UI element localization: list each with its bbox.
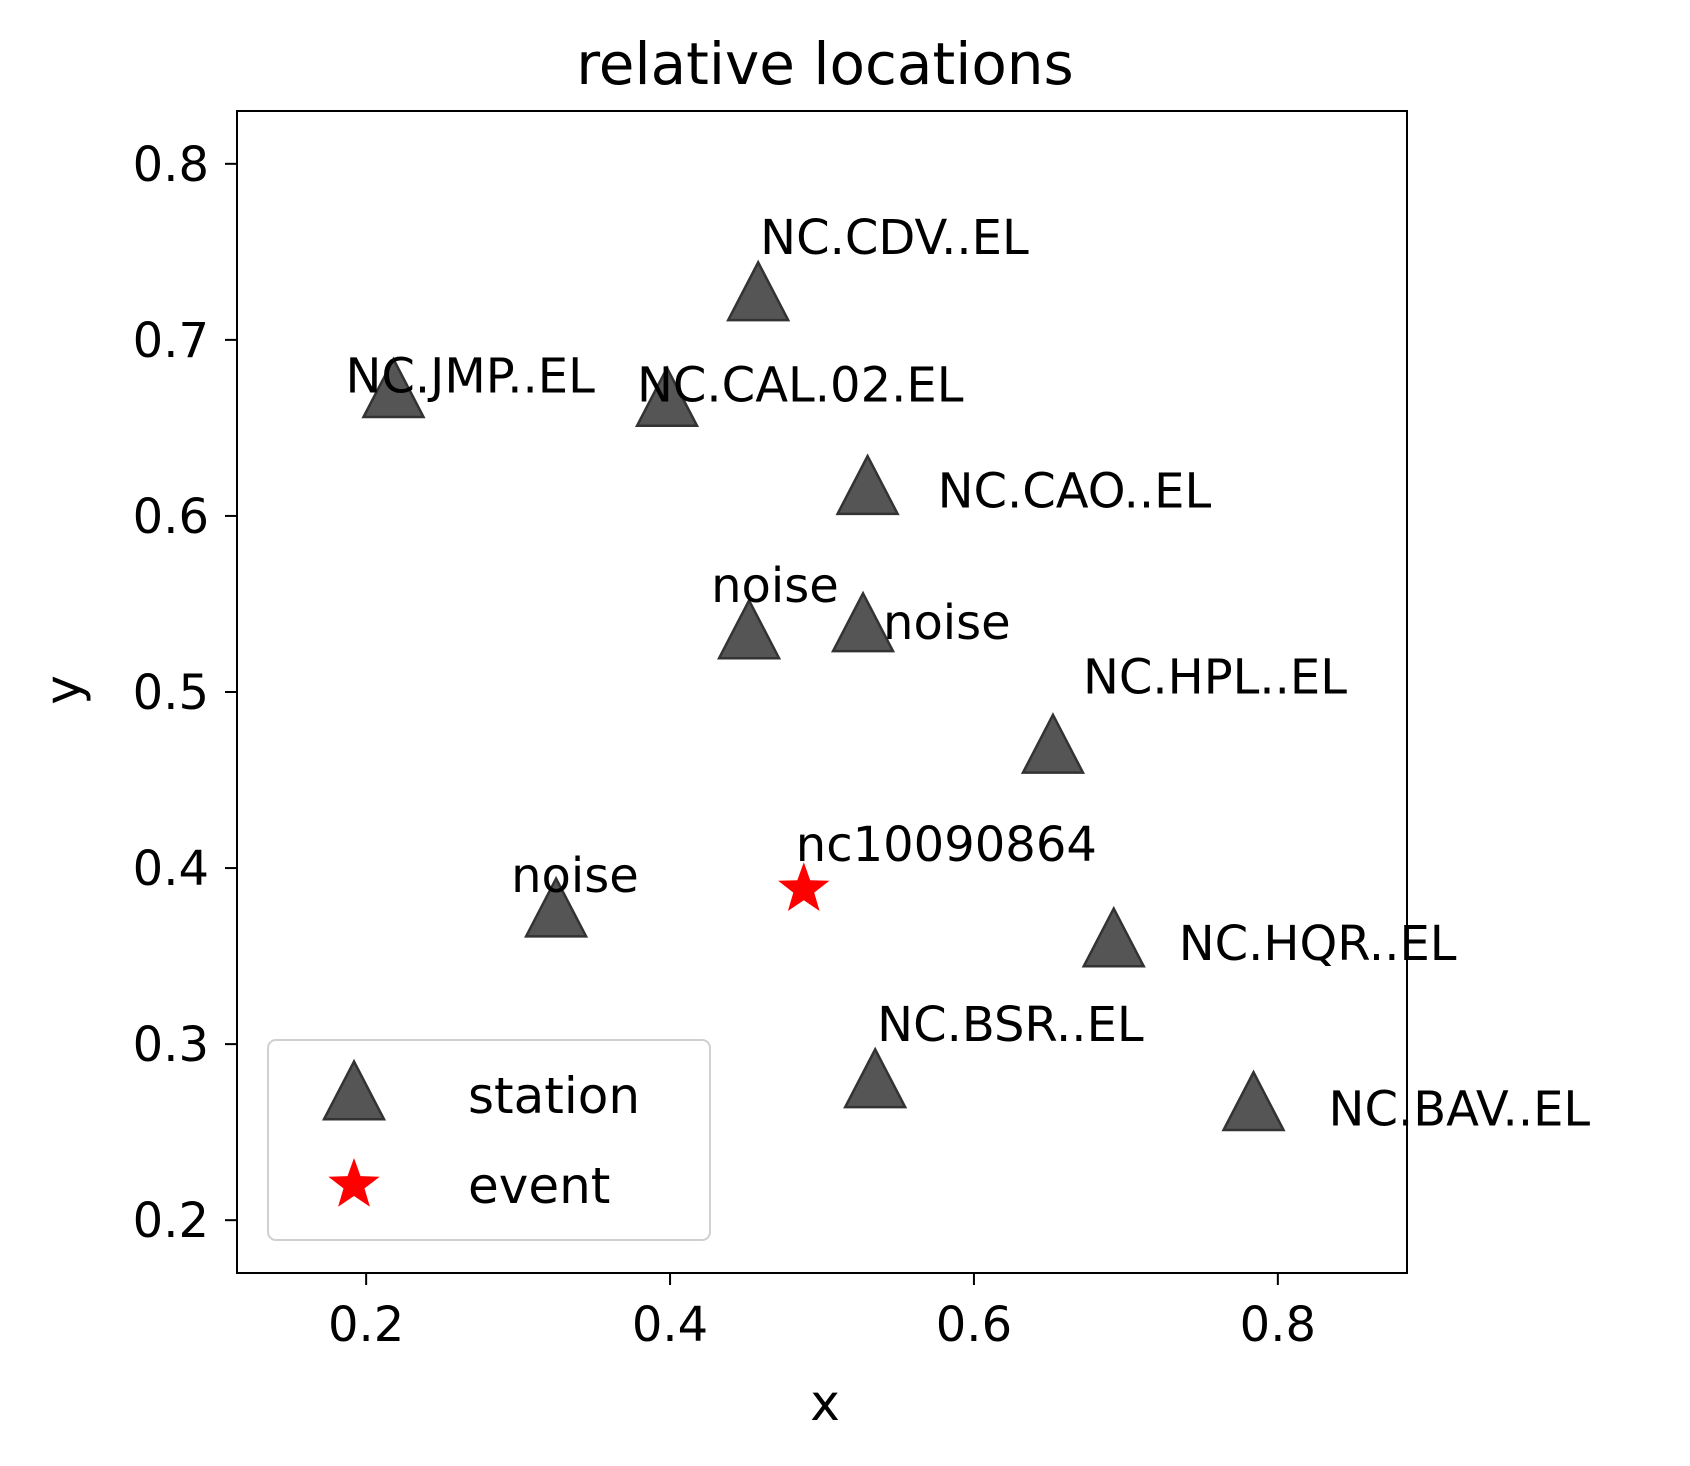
event-label: nc10090864: [796, 817, 1097, 873]
station-marker: [1020, 712, 1086, 774]
legend-event-marker: [328, 1158, 380, 1207]
event-marker: [778, 862, 830, 911]
legend-box: [267, 1039, 711, 1241]
station-marker: [1221, 1069, 1286, 1132]
x-tick-label: 0.2: [328, 1297, 404, 1353]
station-marker: [524, 875, 589, 938]
station-marker: [830, 590, 896, 653]
y-tick-label: 0.8: [133, 137, 209, 193]
x-tick-label: 0.6: [936, 1297, 1012, 1353]
station-marker: [634, 365, 700, 428]
station-label: NC.BAV..EL: [1329, 1082, 1591, 1138]
x-tick-label: 0.8: [1240, 1297, 1316, 1353]
station-label: NC.HPL..EL: [1083, 649, 1347, 705]
station-marker: [835, 453, 900, 516]
legend: station event: [267, 1039, 711, 1241]
station-label: NC.JMP..EL: [346, 349, 596, 405]
station-label: NC.HQR..EL: [1179, 916, 1457, 972]
y-tick-label: 0.6: [133, 489, 209, 545]
station-marker: [843, 1046, 908, 1109]
station-label: NC.BSR..EL: [877, 997, 1144, 1053]
chart-title: relative locations: [576, 30, 1074, 98]
station-label: noise: [711, 558, 839, 614]
station-label: NC.CAL.02.EL: [637, 358, 964, 414]
legend-label: station: [468, 1067, 640, 1125]
y-tick-label: 0.4: [133, 841, 209, 897]
y-axis-label: y: [34, 675, 92, 705]
y-tick-label: 0.2: [133, 1193, 209, 1249]
station-marker: [726, 259, 791, 322]
station-marker: [361, 356, 426, 419]
x-tick-label: 0.4: [632, 1297, 708, 1353]
legend-station-marker: [321, 1058, 387, 1121]
station-label: NC.CAO..EL: [938, 464, 1212, 520]
y-tick-label: 0.5: [133, 665, 209, 721]
y-tick-label: 0.7: [133, 313, 209, 369]
station-label: NC.CDV..EL: [760, 210, 1029, 266]
y-tick-label: 0.3: [133, 1017, 209, 1073]
legend-label: event: [468, 1157, 610, 1215]
station-marker: [717, 597, 782, 660]
station-marker: [1081, 905, 1146, 968]
x-axis-label: x: [810, 1374, 840, 1432]
station-label: noise: [511, 848, 639, 904]
station-label: noise: [883, 595, 1011, 651]
